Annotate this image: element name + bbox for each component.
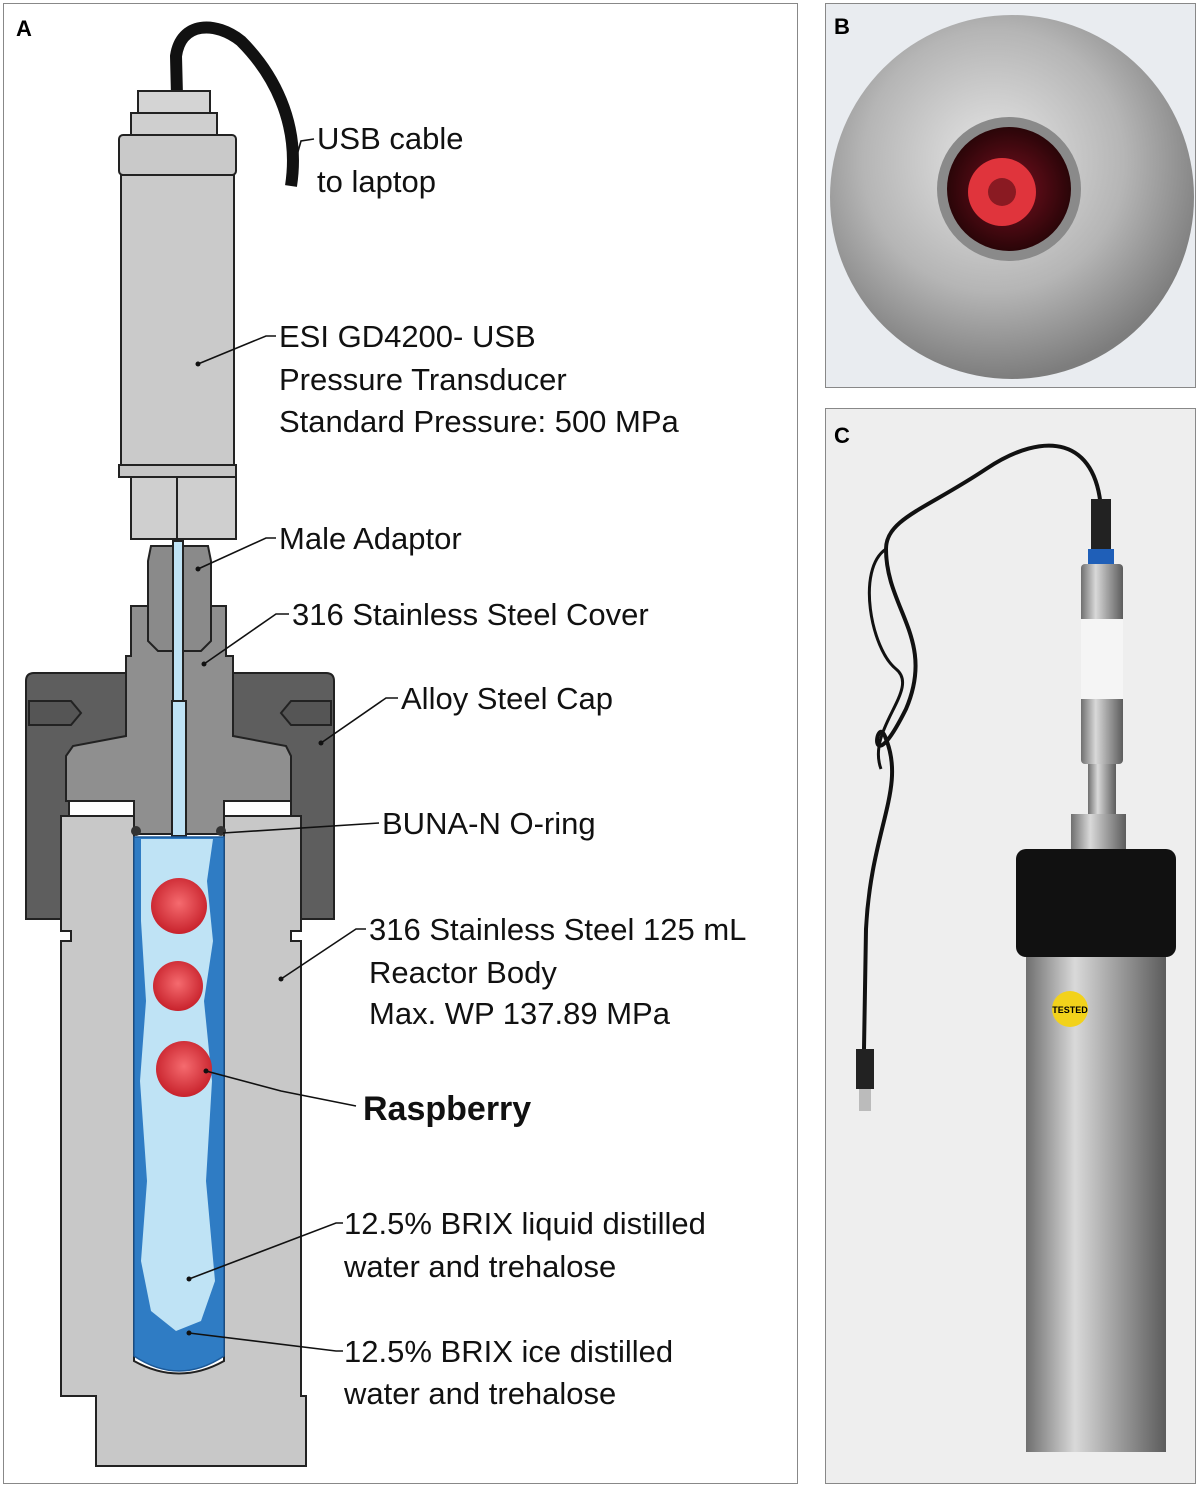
pressure-transducer [118,90,237,540]
label-ice-2: water and trehalose [343,1376,616,1411]
label-male-adaptor: Male Adaptor [279,521,462,556]
label-reactor-3: Max. WP 137.89 MPa [369,996,671,1031]
panel-a: A [3,3,798,1484]
label-oring: BUNA-N O-ring [382,806,596,841]
leader-lines [186,138,398,1352]
tested-sticker-text: TESTED [1052,1005,1088,1015]
label-cover: 316 Stainless Steel Cover [292,597,649,632]
label-transducer-2: Pressure Transducer [279,362,567,397]
photo-reactor: TESTED [856,443,1176,1452]
usb-cable-photo [862,443,1103,1050]
o-ring-left [131,826,141,836]
usb-plug [856,1049,874,1089]
label-liquid-2: water and trehalose [343,1249,616,1284]
panel-c: TESTED C [825,408,1196,1484]
photo-top-view [830,15,1194,379]
raspberry-icons [151,878,212,1097]
tested-sticker [1052,991,1088,1027]
label-liquid-1: 12.5% BRIX liquid distilled [344,1206,706,1241]
label-transducer-1: ESI GD4200- USB [279,319,536,354]
reactor-body-photo [1026,957,1166,1452]
panel-b: B [825,3,1196,388]
reactor-diagram: USB cable to laptop ESI GD4200- USB Pres… [25,21,746,1467]
o-ring-right [216,826,226,836]
label-transducer-3: Standard Pressure: 500 MPa [279,404,680,439]
panel-a-label: A [16,16,32,41]
usb-cable [169,21,299,187]
label-raspberry: Raspberry [363,1090,531,1128]
label-usb-cable-2: to laptop [317,164,436,199]
label-ice-1: 12.5% BRIX ice distilled [344,1334,673,1369]
label-reactor-2: Reactor Body [369,955,557,990]
cap-photo [1016,849,1176,957]
label-reactor-1: 316 Stainless Steel 125 mL [369,912,746,947]
label-cap: Alloy Steel Cap [401,681,613,716]
panel-c-label: C [834,423,850,448]
reactor-body [60,815,307,1467]
label-usb-cable-1: USB cable [317,121,463,156]
panel-b-label: B [834,14,850,39]
